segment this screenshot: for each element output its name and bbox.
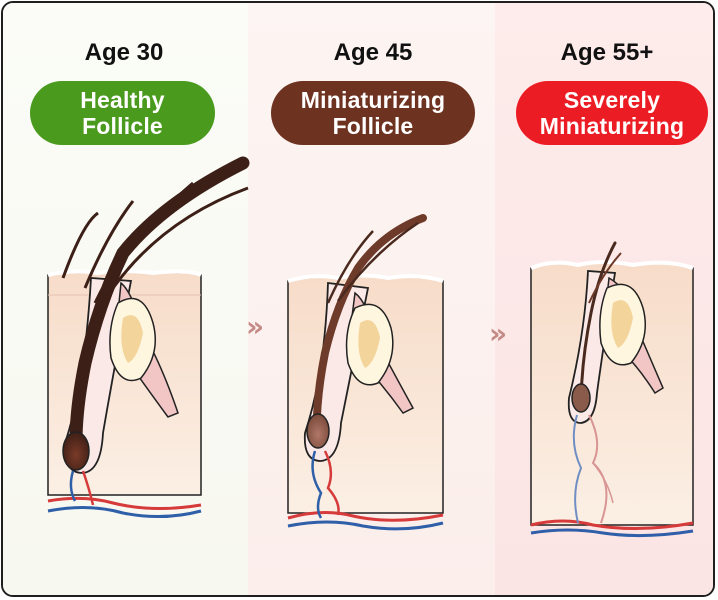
hair-bulb-severe bbox=[572, 384, 590, 412]
progression-arrow-1: » bbox=[246, 310, 264, 343]
hair-bulb-miniaturizing bbox=[307, 414, 329, 448]
progression-arrow-2: » bbox=[489, 317, 507, 350]
sebaceous-gland-severe bbox=[600, 284, 645, 364]
sebaceous-gland-healthy bbox=[110, 299, 155, 381]
follicle-illustration: » » bbox=[3, 3, 715, 597]
hair-bulb-healthy bbox=[63, 432, 89, 470]
